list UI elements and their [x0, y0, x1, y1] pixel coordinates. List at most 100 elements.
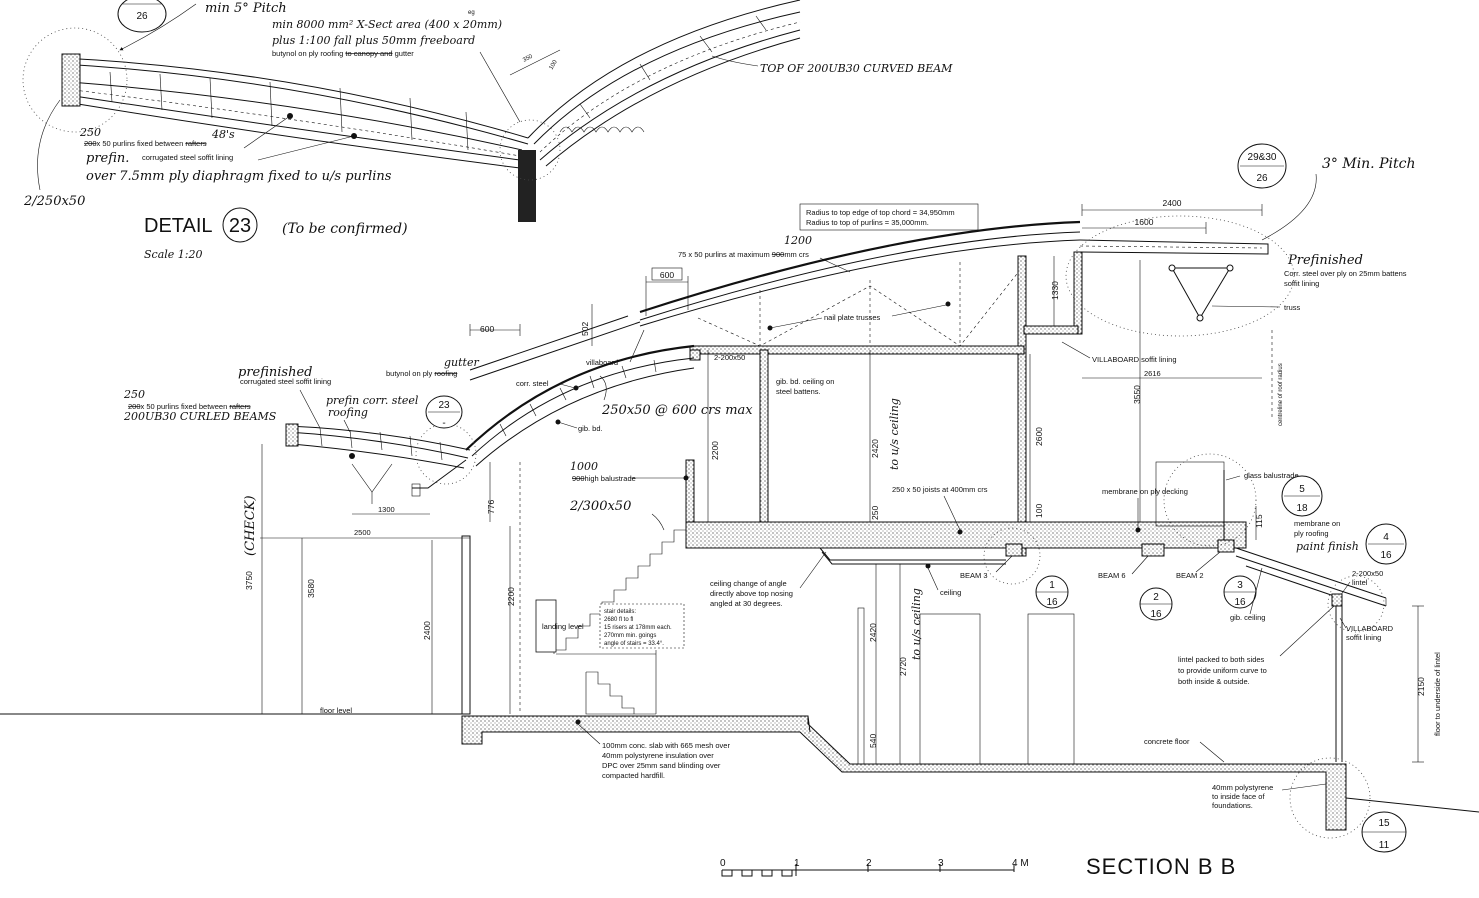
prefin-note: prefin. — [86, 151, 129, 166]
ply-diaphragm-note: over 7.5mm ply diaphragm fixed to u/s pu… — [86, 169, 392, 184]
membrane-roofing-1: membrane on — [1294, 519, 1340, 528]
purlins-rafters-struck: rafters — [229, 402, 251, 411]
ref-5: 5 — [1299, 484, 1305, 495]
dim-502: 502 — [580, 322, 590, 336]
gib-ceiling-right: gib. ceiling — [1230, 613, 1265, 622]
roofing-struck: roofing — [434, 369, 457, 378]
truss-label: truss — [1284, 303, 1301, 312]
dim-600-a: 600 — [660, 270, 674, 280]
top-beam-note: TOP OF 200UB30 CURVED BEAM — [760, 62, 953, 75]
dim-2400-left: 2400 — [422, 621, 432, 640]
check-note: (CHECK) — [243, 495, 258, 556]
lintel-note-1: lintel packed to both sides — [1178, 655, 1265, 664]
ceiling-change-1: ceiling change of angle — [710, 579, 787, 588]
dim-2420-b: 2420 — [868, 623, 878, 642]
gutter-handwritten: gutter — [444, 356, 479, 369]
svg-text:200x 50 purlins fixed between: 200x 50 purlins fixed between rafters — [128, 402, 251, 411]
dim-2200-b: 2200 — [506, 587, 516, 606]
ref-23: 23 — [438, 400, 450, 411]
x-sect-eg: eg — [468, 10, 475, 16]
purlins-75-struck: 900 — [772, 250, 785, 259]
poly-note-3: foundations. — [1212, 801, 1253, 810]
villaboard-soffit: VILLABOARD soffit lining — [1092, 355, 1177, 364]
slab-note-2: 40mm polystyrene insulation over — [602, 751, 714, 760]
floor-level: floor level — [320, 706, 352, 715]
scale-4: 4 M — [1012, 858, 1029, 869]
gib-ceiling-2: steel battens. — [776, 387, 821, 396]
ref-16a: 16 — [1380, 550, 1392, 561]
lintel-200x50-2: lintel — [1352, 578, 1368, 587]
dim-3580: 3580 — [306, 579, 316, 598]
rafter-note: 250x50 @ 600 crs max — [601, 403, 753, 418]
landing-level: landing level — [542, 622, 584, 631]
detail-confirm-note: (To be confirmed) — [282, 221, 408, 237]
dim-600-b: 600 — [480, 324, 494, 334]
detail-23: 26 min 5° Pitch min 8000 mm² X-Sect area… — [22, 0, 953, 261]
svg-text:200x 50 purlins fixed between: 200x 50 purlins fixed between rafters — [84, 139, 207, 148]
prefin-corr-steel: prefin corr. steel — [326, 394, 419, 407]
ref-15: 15 — [1378, 818, 1390, 829]
membrane-roofing-2: ply roofing — [1294, 529, 1329, 538]
roofing-handwritten: roofing — [328, 406, 368, 419]
floor-to-lintel: floor to underside of lintel — [1433, 652, 1442, 736]
dim-2400-top: 2400 — [1163, 198, 1182, 208]
two-300x50: 2/300x50 — [569, 499, 631, 514]
detail-number: 23 — [229, 215, 251, 237]
min-pitch-note: min 5° Pitch — [205, 1, 287, 16]
to-us-ceiling-a: to u/s ceiling — [888, 398, 901, 470]
concrete-floor: concrete floor — [1144, 737, 1190, 746]
scale-2: 2 — [866, 858, 872, 869]
balustrade-label: high balustrade — [585, 474, 636, 483]
villaboard-right-2: soffit lining — [1346, 633, 1381, 642]
stair-details-4: 270mm min. goings — [604, 633, 656, 639]
detail-scale: Scale 1:20 — [144, 248, 202, 261]
scale-3: 3 — [938, 858, 944, 869]
ref-16b: 16 — [1046, 597, 1058, 608]
purlins-75-tail: mm crs — [784, 250, 809, 259]
soffit-lining-right: soffit lining — [1284, 279, 1319, 288]
ceiling-change-3: angled at 30 degrees. — [710, 599, 783, 608]
dim-776: 776 — [486, 500, 496, 514]
gib-bd-label: gib. bd. — [578, 424, 603, 433]
corr-soffit-lining: corrugated steel soffit lining — [240, 377, 331, 386]
radius-top-chord: Radius to top edge of top chord = 34,950… — [806, 208, 955, 217]
stair-details-1: stair details: — [604, 609, 636, 615]
butynol-ply: butynol on ply — [386, 369, 433, 378]
ref-1: 1 — [1049, 580, 1055, 591]
corr-steel-label: corr. steel — [516, 379, 549, 388]
prefinished-left: prefinished — [238, 365, 313, 380]
dim-1300: 1300 — [378, 505, 395, 514]
radius-top-purlins: Radius to top of purlins = 35,000mm. — [806, 218, 929, 227]
slab-note-4: compacted hardfill. — [602, 771, 665, 780]
ref-18: 18 — [1296, 503, 1308, 514]
ref-3: 3 — [1237, 580, 1243, 591]
dim-2200-a: 2200 — [710, 441, 720, 460]
two-250x50-note: 2/250x50 — [23, 194, 85, 209]
dim-2600: 2600 — [1034, 427, 1044, 446]
poly-note-1: 40mm polystyrene — [1212, 783, 1273, 792]
soffit-lining-note: corrugated steel soffit lining — [142, 153, 233, 162]
gutter-note: gutter — [395, 49, 415, 58]
scale-bar: 0 1 2 3 4 M — [720, 858, 1029, 877]
balustrade-1000: 1000 — [570, 460, 598, 473]
purlins-200-struck: 200 — [128, 402, 141, 411]
purlins-75: 75 x 50 purlins at maximum — [678, 250, 770, 259]
lintel-200x50-1: 2-200x50 — [1352, 569, 1383, 578]
detail-ref-26: 26 — [136, 11, 148, 22]
dim-2616: 2616 — [1144, 369, 1161, 378]
dim-250: 250 — [870, 506, 880, 520]
lintel-note-3: both inside & outside. — [1178, 677, 1250, 686]
svg-text:butynol on ply roofing: butynol on ply roofing — [386, 369, 457, 378]
balustrade-900-struck: 900 — [572, 474, 585, 483]
svg-text:butynol on ply roofing to cano: butynol on ply roofing to canopy and gut… — [272, 49, 414, 58]
paint-finish: paint finish — [1296, 540, 1359, 553]
dim-2150: 2150 — [1416, 677, 1426, 696]
two-200x50-label: 2-200x50 — [714, 353, 745, 362]
scale-0: 0 — [720, 858, 726, 869]
beam-3: BEAM 3 — [960, 571, 988, 580]
prefinished-right: Prefinished — [1287, 253, 1363, 268]
stair-details-2: 2680 fl to fl — [604, 617, 633, 623]
nail-plate-trusses: nail plate trusses — [824, 313, 881, 322]
beam-2: BEAM 2 — [1176, 571, 1204, 580]
